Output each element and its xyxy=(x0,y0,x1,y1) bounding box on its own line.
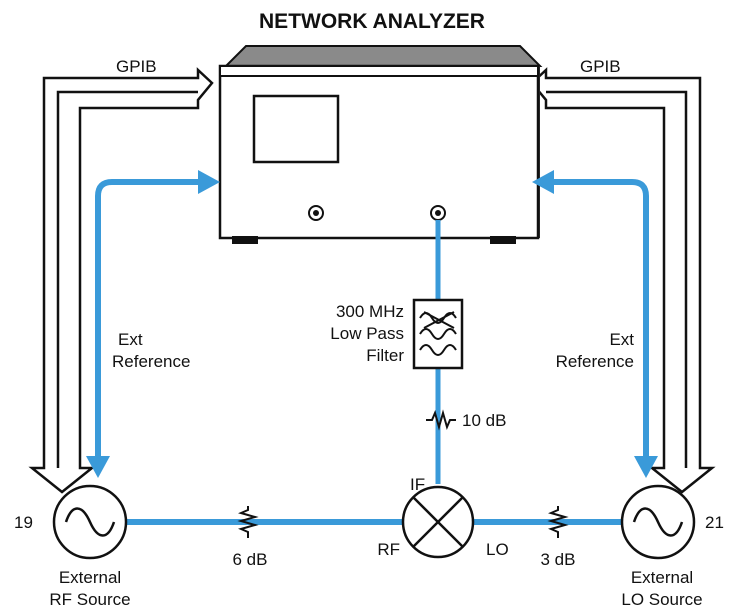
ext-reference-right-cable xyxy=(532,170,658,478)
lo-source-label-2: LO Source xyxy=(621,590,702,609)
analyzer-port-1-center xyxy=(313,210,319,216)
rf-attenuator-icon xyxy=(237,506,259,538)
filter-label-1: 300 MHz xyxy=(336,302,404,321)
gpib-left-label: GPIB xyxy=(116,57,157,76)
ext-ref-right-label-2: Reference xyxy=(556,352,634,371)
mixer-rf-label: RF xyxy=(377,540,400,559)
ext-ref-right-arrowhead-bottom xyxy=(634,456,658,478)
analyzer-foot-right xyxy=(490,236,516,244)
lo-attenuator-icon xyxy=(547,506,569,538)
analyzer-foot-left xyxy=(232,236,258,244)
analyzer-top-panel xyxy=(223,45,543,67)
filter-label-2: Low Pass xyxy=(330,324,404,343)
ext-ref-left-arrowhead-top xyxy=(198,170,220,194)
network-analyzer xyxy=(218,45,543,244)
gpib-right-inner-line xyxy=(546,90,688,468)
analyzer-front-panel xyxy=(218,64,540,240)
if-attenuator-icon xyxy=(426,409,456,431)
ext-ref-right-label-1: Ext xyxy=(609,330,634,349)
mixer-x-circle-icon xyxy=(401,485,475,559)
filter-label-3: Filter xyxy=(366,346,404,365)
atten-rf-label: 6 dB xyxy=(233,550,268,569)
rf-source-label-1: External xyxy=(59,568,121,587)
low-pass-filter-icon xyxy=(412,298,464,370)
mixer-lo-label: LO xyxy=(486,540,509,559)
lo-source-number: 21 xyxy=(705,513,724,532)
analyzer-port-2-center xyxy=(435,210,441,216)
page-title: NETWORK ANALYZER xyxy=(259,10,485,33)
lo-source-sine-wave-icon xyxy=(620,484,696,560)
ext-ref-left-label-2: Reference xyxy=(112,352,190,371)
ext-ref-right-arrowhead-top xyxy=(532,170,554,194)
ext-ref-left-label-1: Ext xyxy=(118,330,143,349)
atten-lo-label: 3 dB xyxy=(541,550,576,569)
rf-source-label-2: RF Source xyxy=(49,590,130,609)
atten-if-label: 10 dB xyxy=(462,411,506,430)
ext-ref-left-arrowhead-bottom xyxy=(86,456,110,478)
analyzer-bezel xyxy=(219,65,539,77)
analyzer-screen xyxy=(252,94,340,164)
ext-reference-left-cable xyxy=(86,170,220,478)
lo-source-label-1: External xyxy=(631,568,693,587)
gpib-right-arrow xyxy=(530,67,716,494)
rf-source-sine-wave-icon xyxy=(52,484,128,560)
gpib-right-label: GPIB xyxy=(580,57,621,76)
rf-source-number: 19 xyxy=(14,513,33,532)
gpib-left-arrow xyxy=(28,67,214,494)
mixer-if-label: IF xyxy=(410,475,425,494)
gpib-left-inner-line xyxy=(56,90,198,468)
